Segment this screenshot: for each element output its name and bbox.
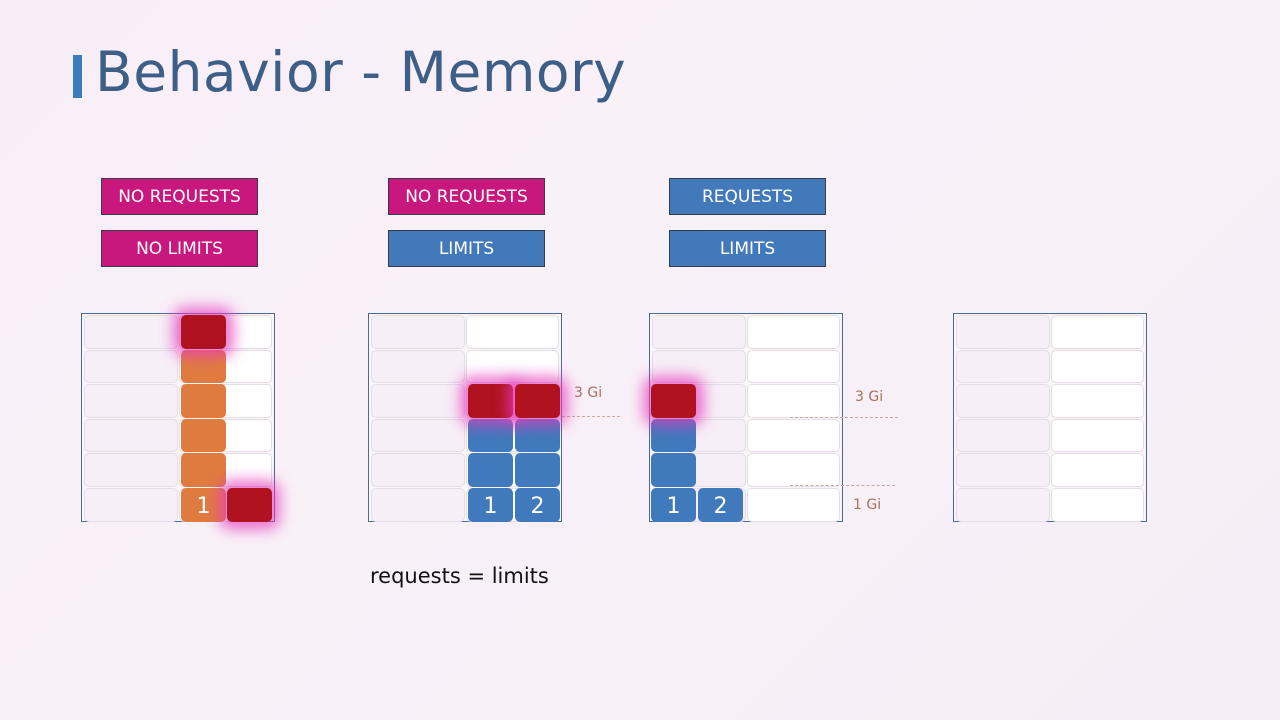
node-slot xyxy=(747,418,840,453)
node-slot xyxy=(956,488,1050,522)
node-slot xyxy=(371,384,465,418)
node-slot xyxy=(466,349,559,384)
pod-number: 1 xyxy=(666,493,681,519)
node-slot xyxy=(371,349,465,384)
node-slot xyxy=(956,384,1050,418)
pod-1-memory-block xyxy=(651,418,696,453)
label-1gi: 1 Gi xyxy=(853,497,882,513)
pod-1-memory-block xyxy=(468,418,513,453)
limit-line-3gi xyxy=(562,416,620,417)
node-slot xyxy=(84,453,178,487)
node-slot xyxy=(747,384,840,418)
pod-1-memory-block xyxy=(181,384,226,418)
node-slot xyxy=(1051,418,1144,453)
pod-2-oom-block xyxy=(227,488,272,522)
pod-1-memory-block xyxy=(181,418,226,453)
label-3gi: 3 Gi xyxy=(855,389,884,405)
pod-2-memory-block xyxy=(515,418,560,453)
scenario-3-limits-tag: LIMITS xyxy=(669,230,826,267)
node-slot xyxy=(1051,488,1144,522)
pod-1-limit-block xyxy=(651,384,696,418)
node-slot xyxy=(747,349,840,384)
title-accent-bar xyxy=(73,55,82,98)
node-slot xyxy=(466,315,559,349)
node-4 xyxy=(953,313,1147,522)
scenario-1-requests-tag: NO REQUESTS xyxy=(101,178,258,215)
node-slot xyxy=(1051,349,1144,384)
node-slot xyxy=(956,418,1050,453)
node-slot xyxy=(956,315,1050,349)
node-1 xyxy=(81,313,275,522)
requests-equals-limits-note: requests = limits xyxy=(370,564,549,588)
node-slot xyxy=(652,315,746,349)
node-slot xyxy=(84,384,178,418)
node-slot xyxy=(652,349,746,384)
node-slot xyxy=(1051,315,1144,349)
pod-2-memory-block: 2 xyxy=(698,488,743,522)
node-slot xyxy=(1051,453,1144,487)
pod-1-memory-block xyxy=(468,453,513,487)
slide-title: Behavior - Memory xyxy=(95,40,627,104)
node-slot xyxy=(371,488,465,522)
scenario-3-requests-tag: REQUESTS xyxy=(669,178,826,215)
scenario-1-limits-tag: NO LIMITS xyxy=(101,230,258,267)
pod-number: 1 xyxy=(196,493,211,519)
pod-2-limit-block xyxy=(515,384,560,418)
pod-1-memory-block: 1 xyxy=(468,488,513,522)
node-slot xyxy=(747,453,840,487)
node-slot xyxy=(84,488,178,522)
request-line-1gi xyxy=(790,485,895,486)
pod-1-oom-block xyxy=(181,315,226,349)
pod-number: 2 xyxy=(530,493,545,519)
pod-1-memory-block xyxy=(181,349,226,384)
node-slot xyxy=(84,418,178,453)
node-slot xyxy=(371,418,465,453)
pod-1-memory-block xyxy=(181,453,226,487)
node-slot xyxy=(84,315,178,349)
node-slot xyxy=(371,315,465,349)
pod-number: 1 xyxy=(483,493,498,519)
node-slot xyxy=(371,453,465,487)
limit-line-3gi xyxy=(790,417,898,418)
scenario-2-limits-tag: LIMITS xyxy=(388,230,545,267)
node-slot xyxy=(747,315,840,349)
pod-1-memory-block xyxy=(651,453,696,487)
scenario-2-requests-tag: NO REQUESTS xyxy=(388,178,545,215)
label-3gi: 3 Gi xyxy=(574,385,603,401)
node-slot xyxy=(84,349,178,384)
node-slot xyxy=(747,488,840,522)
pod-2-memory-block: 2 xyxy=(515,488,560,522)
pod-2-memory-block xyxy=(515,453,560,487)
node-slot xyxy=(956,453,1050,487)
pod-number: 2 xyxy=(713,493,728,519)
pod-1-limit-block xyxy=(468,384,513,418)
node-slot xyxy=(956,349,1050,384)
pod-1-memory-block: 1 xyxy=(181,488,226,522)
pod-1-memory-block: 1 xyxy=(651,488,696,522)
node-slot xyxy=(1051,384,1144,418)
